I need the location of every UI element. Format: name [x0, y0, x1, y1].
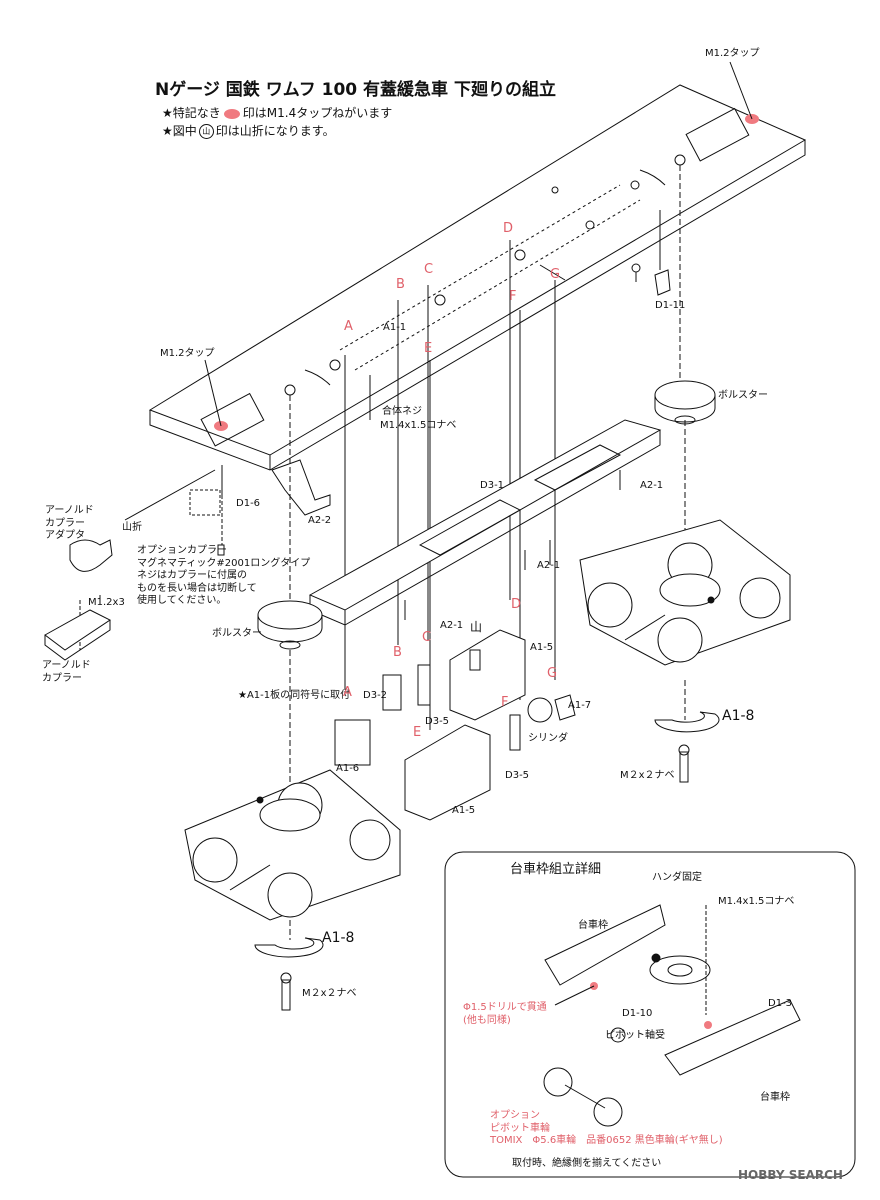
detail-drill-note: Φ1.5ドリルで貫通 (他も同様) [463, 1002, 547, 1026]
letter-e-plate: E [424, 341, 432, 356]
label-m2x2-right: M２x２ナベ [620, 770, 675, 781]
page-title: Nゲージ 国鉄 ワムフ 100 有蓋緩急車 下廻りの組立 [155, 80, 556, 100]
label-a1-8-right: A1-8 [722, 708, 755, 724]
bracket-a2-2 [271, 459, 331, 516]
bolster-left-drawing [257, 600, 323, 650]
label-bolster-left: ボルスター [212, 628, 262, 639]
letter-c-part: C [422, 630, 432, 645]
label-attach-note: ★A1-1板の同符号に取付 [238, 690, 351, 701]
detail-box [444, 851, 856, 1178]
label-cylinder: シリンダ [528, 733, 568, 744]
letter-d-plate: D [503, 221, 513, 236]
letter-f-plate: F [509, 289, 516, 304]
label-a1-6: A1-6 [336, 763, 360, 774]
detail-drawing [543, 904, 801, 1127]
label-a2-1-mid: A2-1 [537, 560, 561, 571]
washer-a1-8-left [254, 937, 324, 958]
label-a2-2: A2-2 [308, 515, 332, 526]
letter-b-plate: B [396, 277, 405, 292]
note-fold: ★図中山印は山折になります。 [162, 124, 335, 139]
label-d3-5-a: D3-5 [425, 716, 450, 727]
label-bolster-right: ボルスター [718, 390, 768, 401]
mountain-fold-icon: 山 [198, 124, 214, 139]
detail-frame-top: 台車枠 [578, 920, 608, 931]
clip-d1-11 [631, 263, 671, 296]
detail-screw: M1.4x1.5コナベ [718, 896, 795, 907]
letter-b-part: B [393, 645, 402, 660]
label-a2-1-right: A2-1 [640, 480, 664, 491]
label-arnold-coupler: アーノルド カプラー [42, 660, 91, 684]
label-combined-screw: 合体ネジ [382, 406, 422, 417]
arnold-adapter-drawing [44, 469, 216, 661]
label-a1-8-left: A1-8 [322, 930, 355, 946]
label-d1-6: D1-6 [236, 498, 261, 509]
label-option-coupler: オプションカプラー マグネマティック#2001ロングタイプ ネジはカプラーに付属… [137, 545, 311, 606]
watermark: HOBBY SEARCH [738, 1168, 843, 1182]
note-fold-pre: ★図中 [162, 124, 197, 138]
label-d1-11: D1-11 [655, 300, 686, 311]
bogie-left-drawing [184, 769, 401, 921]
letter-e-part: E [413, 725, 422, 740]
detail-d1-10: D1-10 [622, 1008, 653, 1019]
detail-frame-bottom: 台車枠 [760, 1092, 790, 1103]
letter-g-part: G [547, 666, 558, 681]
label-d3-1: D3-1 [480, 480, 505, 491]
note-fold-post: 印は山折になります。 [215, 124, 335, 138]
note-tap: ★特記なき 印はM1.4タップねがいます [162, 106, 392, 121]
label-m2x2-left: M２x２ナベ [302, 988, 357, 999]
label-a1-7: A1-7 [568, 700, 592, 711]
washer-a1-8-right [654, 711, 720, 733]
detail-option-wheels: オプション ピボット車輪 TOMIX Φ5.6車輪 品番0652 黒色車輪(ギヤ… [490, 1110, 723, 1146]
label-a1-5-top: A1-5 [530, 642, 554, 653]
label-yamaori: 山折 [122, 522, 142, 533]
label-m12-tap-left: M1.2タップ [160, 348, 215, 359]
detail-pivot-bearing: ピボット軸受 [605, 1030, 665, 1041]
detail-d1-3: D1-3 [768, 998, 793, 1009]
letter-d-part: D [511, 597, 522, 612]
floor-plate-a1-1 [148, 84, 807, 471]
parts-cluster [334, 629, 576, 821]
letter-a-part: A [343, 685, 352, 700]
note-tap-pre: ★特記なき [162, 106, 221, 120]
part-d1-6 [189, 465, 225, 556]
label-d3-2: D3-2 [363, 690, 388, 701]
label-arnold-adapter: アーノルド カプラー アダプタ [45, 505, 94, 541]
tap-mark-icon [223, 108, 240, 119]
label-combined-screw-spec: M1.4x1.5コナベ [380, 420, 457, 431]
label-d3-5-b: D3-5 [505, 770, 530, 781]
label-a1-1: A1-1 [383, 322, 407, 333]
label-m12x3: M1.2x3 [88, 597, 125, 608]
label-m12-tap-top: M1.2タップ [705, 48, 760, 59]
bogie-right-drawing [579, 519, 791, 666]
detail-title: 台車枠組立詳細 [510, 862, 602, 877]
note-tap-post: 印はM1.4タップねがいます [242, 106, 393, 120]
mountain-fold-mark: 山 [470, 620, 483, 634]
letter-f-part: F [501, 695, 509, 710]
label-a1-5-bottom: A1-5 [452, 805, 476, 816]
detail-solder: ハンダ固定 [652, 872, 702, 883]
label-a2-1-low: A2-1 [440, 620, 464, 631]
letter-g-plate: G [550, 267, 560, 282]
detail-install-note: 取付時、絶縁側を揃えてください [512, 1158, 662, 1169]
letter-c-plate: C [424, 262, 433, 277]
letter-a-plate: A [344, 319, 353, 334]
bolster-right-drawing [654, 380, 716, 425]
